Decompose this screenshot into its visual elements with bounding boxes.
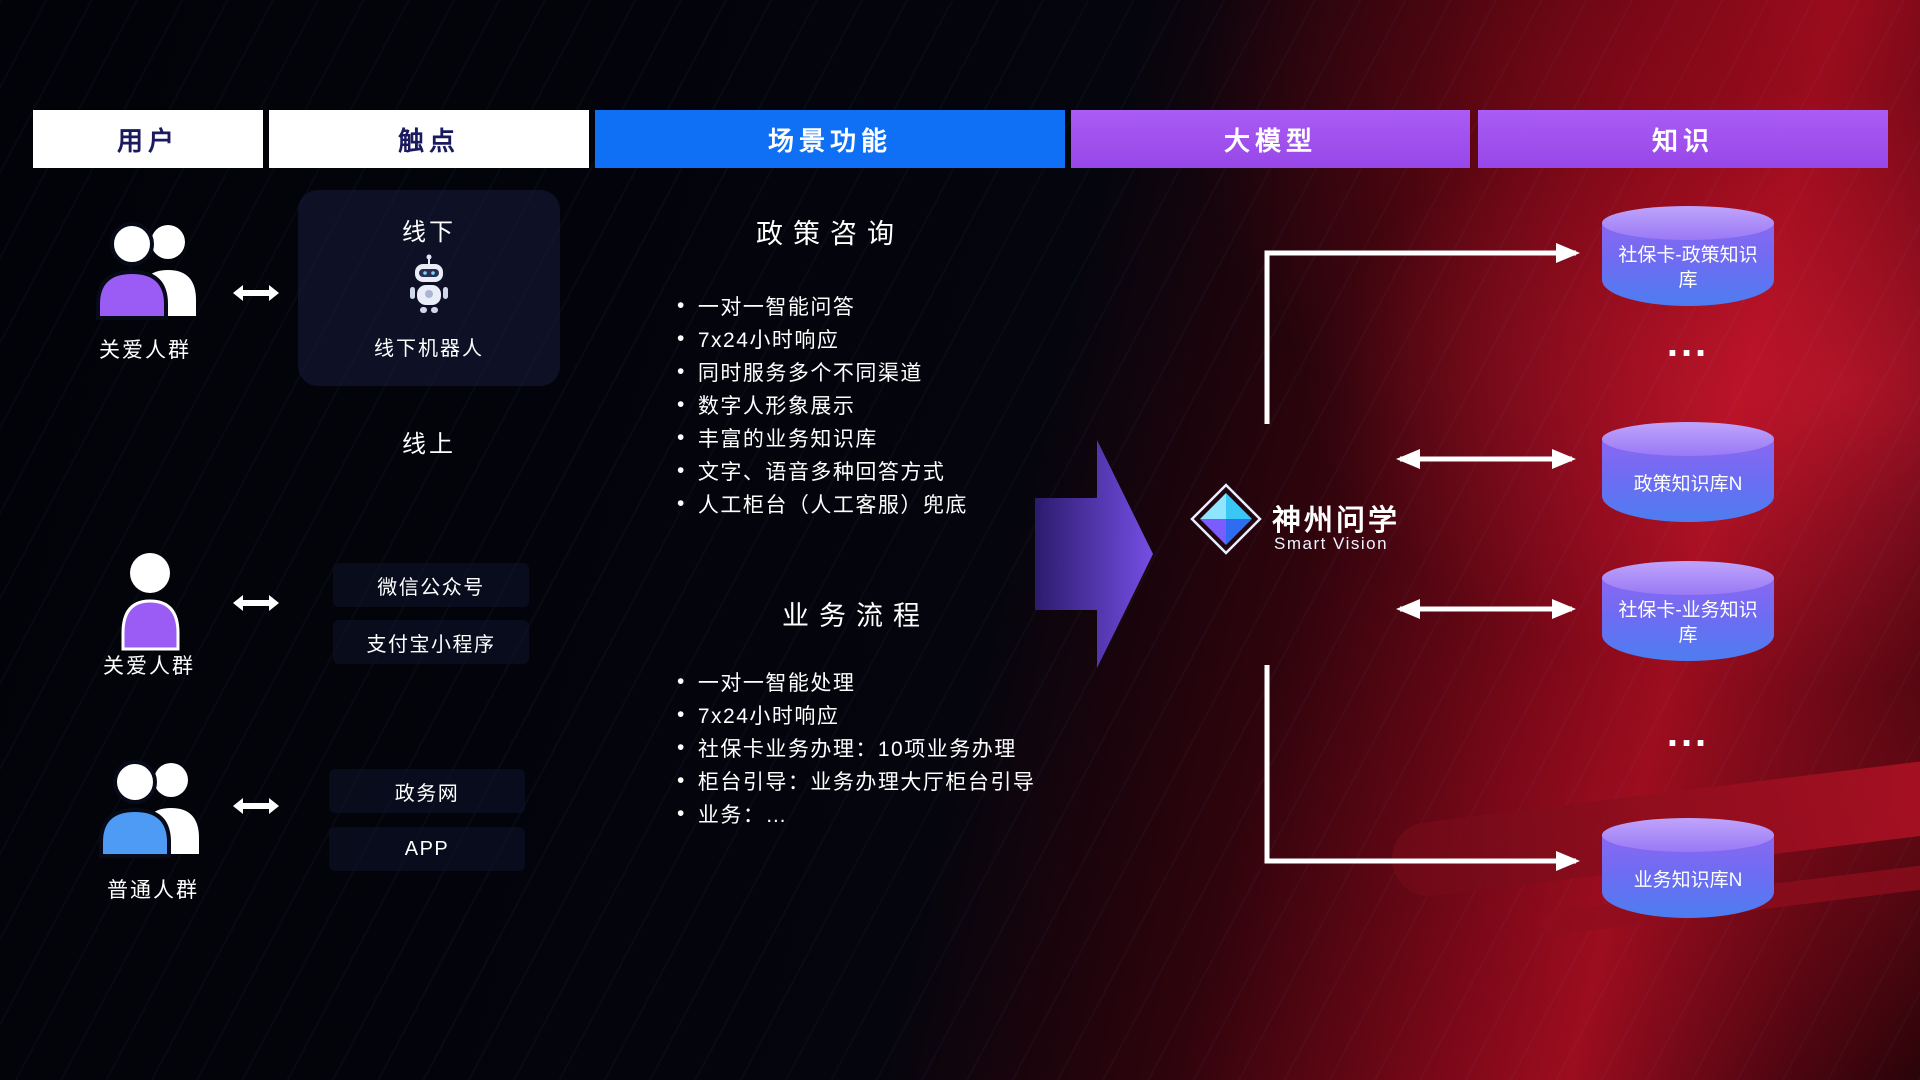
ellipsis-dots: ...: [1666, 321, 1710, 365]
robot-icon: [407, 254, 451, 316]
list-item: • 一对一智能处理: [677, 665, 1035, 698]
list-item-text: 丰富的业务知识库: [697, 427, 878, 451]
scenario-policy-list: •一对一智能问答 •7x24小时响应 •同时服务多个不同渠道 •数字人形象展示 …: [677, 289, 968, 520]
list-item: • 7x24小时响应: [677, 698, 1035, 731]
bullet-icon: •: [677, 392, 686, 416]
bullet-icon: •: [677, 669, 686, 693]
list-item: • 柜台引导：业务办理大厅柜台引导: [677, 764, 1035, 797]
cylinder-top: [1602, 206, 1774, 240]
db-label: 政策知识库N: [1633, 473, 1743, 495]
user-group-blue-icon: [95, 750, 210, 867]
bidirectional-arrow-icon: [232, 281, 280, 305]
bullet-icon: •: [677, 458, 686, 482]
channel-app: APP: [329, 827, 525, 871]
column-header-users: 用户: [33, 110, 263, 168]
bidirectional-arrow-icon: [232, 591, 280, 615]
list-item: • 文字、语音多种回答方式: [677, 454, 968, 487]
bullet-icon: •: [677, 359, 686, 383]
bullet-icon: •: [677, 768, 686, 792]
list-item-text: 社保卡业务办理：10项业务办理: [697, 737, 1017, 761]
scenario-business-list: • 一对一智能处理 • 7x24小时响应 • 社保卡业务办理：10项业务办理 • 柜台引…: [677, 665, 1035, 830]
column-header-model: 大模型: [1071, 110, 1470, 168]
bullet-icon: •: [677, 491, 686, 515]
db-label: 社保卡-政策知识库: [1618, 245, 1758, 291]
online-title: 线上: [402, 431, 456, 458]
list-item-text: 7x24小时响应: [697, 328, 840, 352]
list-item-text: 一对一智能问答: [697, 295, 856, 319]
bullet-icon: •: [677, 735, 686, 759]
user-label: 普通人群: [107, 879, 199, 902]
knowledge-db-business-sscard: 社保卡-业务知识库: [1602, 561, 1774, 661]
list-item: • 一对一智能问答: [677, 289, 968, 322]
bidirectional-arrow-icon: [232, 794, 280, 818]
column-header-knowledge: 知识: [1478, 110, 1888, 168]
list-item: • 同时服务多个不同渠道: [677, 355, 968, 388]
channel-alipay: 支付宝小程序: [333, 620, 529, 664]
offline-title: 线下: [402, 219, 456, 246]
list-item-text: 人工柜台（人工客服）兜底: [697, 493, 968, 517]
offline-robot-label: 线下机器人: [374, 338, 484, 360]
bullet-icon: •: [677, 702, 686, 726]
list-item: • 人工柜台（人工客服）兜底: [677, 487, 968, 520]
model-logo-diamond-icon: [1190, 483, 1262, 555]
list-item-text: 数字人形象展示: [697, 394, 856, 418]
list-item: • 丰富的业务知识库: [677, 421, 968, 454]
db-label: 社保卡-业务知识库: [1618, 600, 1758, 646]
list-item-text: 文字、语音多种回答方式: [697, 460, 946, 484]
knowledge-db-business-n: 业务知识库N: [1602, 818, 1774, 918]
user-label: 关爱人群: [99, 339, 191, 362]
list-item-text: 同时服务多个不同渠道: [697, 361, 923, 385]
scenario-title-policy: 政策咨询: [756, 219, 904, 249]
column-header-scenarios: 场景功能: [595, 110, 1065, 168]
flow-arrow: [1035, 428, 1153, 680]
list-item-text: 7x24小时响应: [697, 704, 840, 728]
db-label: 业务知识库N: [1633, 869, 1743, 891]
list-item-text: 业务：…: [697, 803, 788, 827]
cylinder-top: [1602, 561, 1774, 595]
list-item: • 社保卡业务办理：10项业务办理: [677, 731, 1035, 764]
model-subtitle: Smart Vision: [1274, 534, 1389, 553]
scenario-title-business: 业务流程: [782, 601, 930, 631]
list-item: • 7x24小时响应: [677, 322, 968, 355]
cylinder-top: [1602, 422, 1774, 456]
bullet-icon: •: [677, 326, 686, 350]
user-label: 关爱人群: [103, 655, 195, 678]
ellipsis-dots: ...: [1666, 711, 1710, 755]
list-item: • 数字人形象展示: [677, 388, 968, 421]
knowledge-db-policy-sscard: 社保卡-政策知识库: [1602, 206, 1774, 306]
channel-wechat: 微信公众号: [333, 563, 529, 607]
cylinder-top: [1602, 818, 1774, 852]
bullet-icon: •: [677, 425, 686, 449]
bullet-icon: •: [677, 801, 686, 825]
list-item-text: 一对一智能处理: [697, 671, 856, 695]
user-group-purple-icon: [92, 212, 207, 329]
list-item-text: 柜台引导：业务办理大厅柜台引导: [697, 770, 1036, 794]
model-name: 神州问学: [1272, 505, 1401, 537]
column-header-touchpoints: 触点: [269, 110, 589, 168]
bullet-icon: •: [677, 293, 686, 317]
channel-gov-web: 政务网: [329, 769, 525, 813]
user-person-purple-icon: [120, 549, 181, 656]
list-item: • 业务：…: [677, 797, 1035, 830]
knowledge-db-policy-n: 政策知识库N: [1602, 422, 1774, 522]
